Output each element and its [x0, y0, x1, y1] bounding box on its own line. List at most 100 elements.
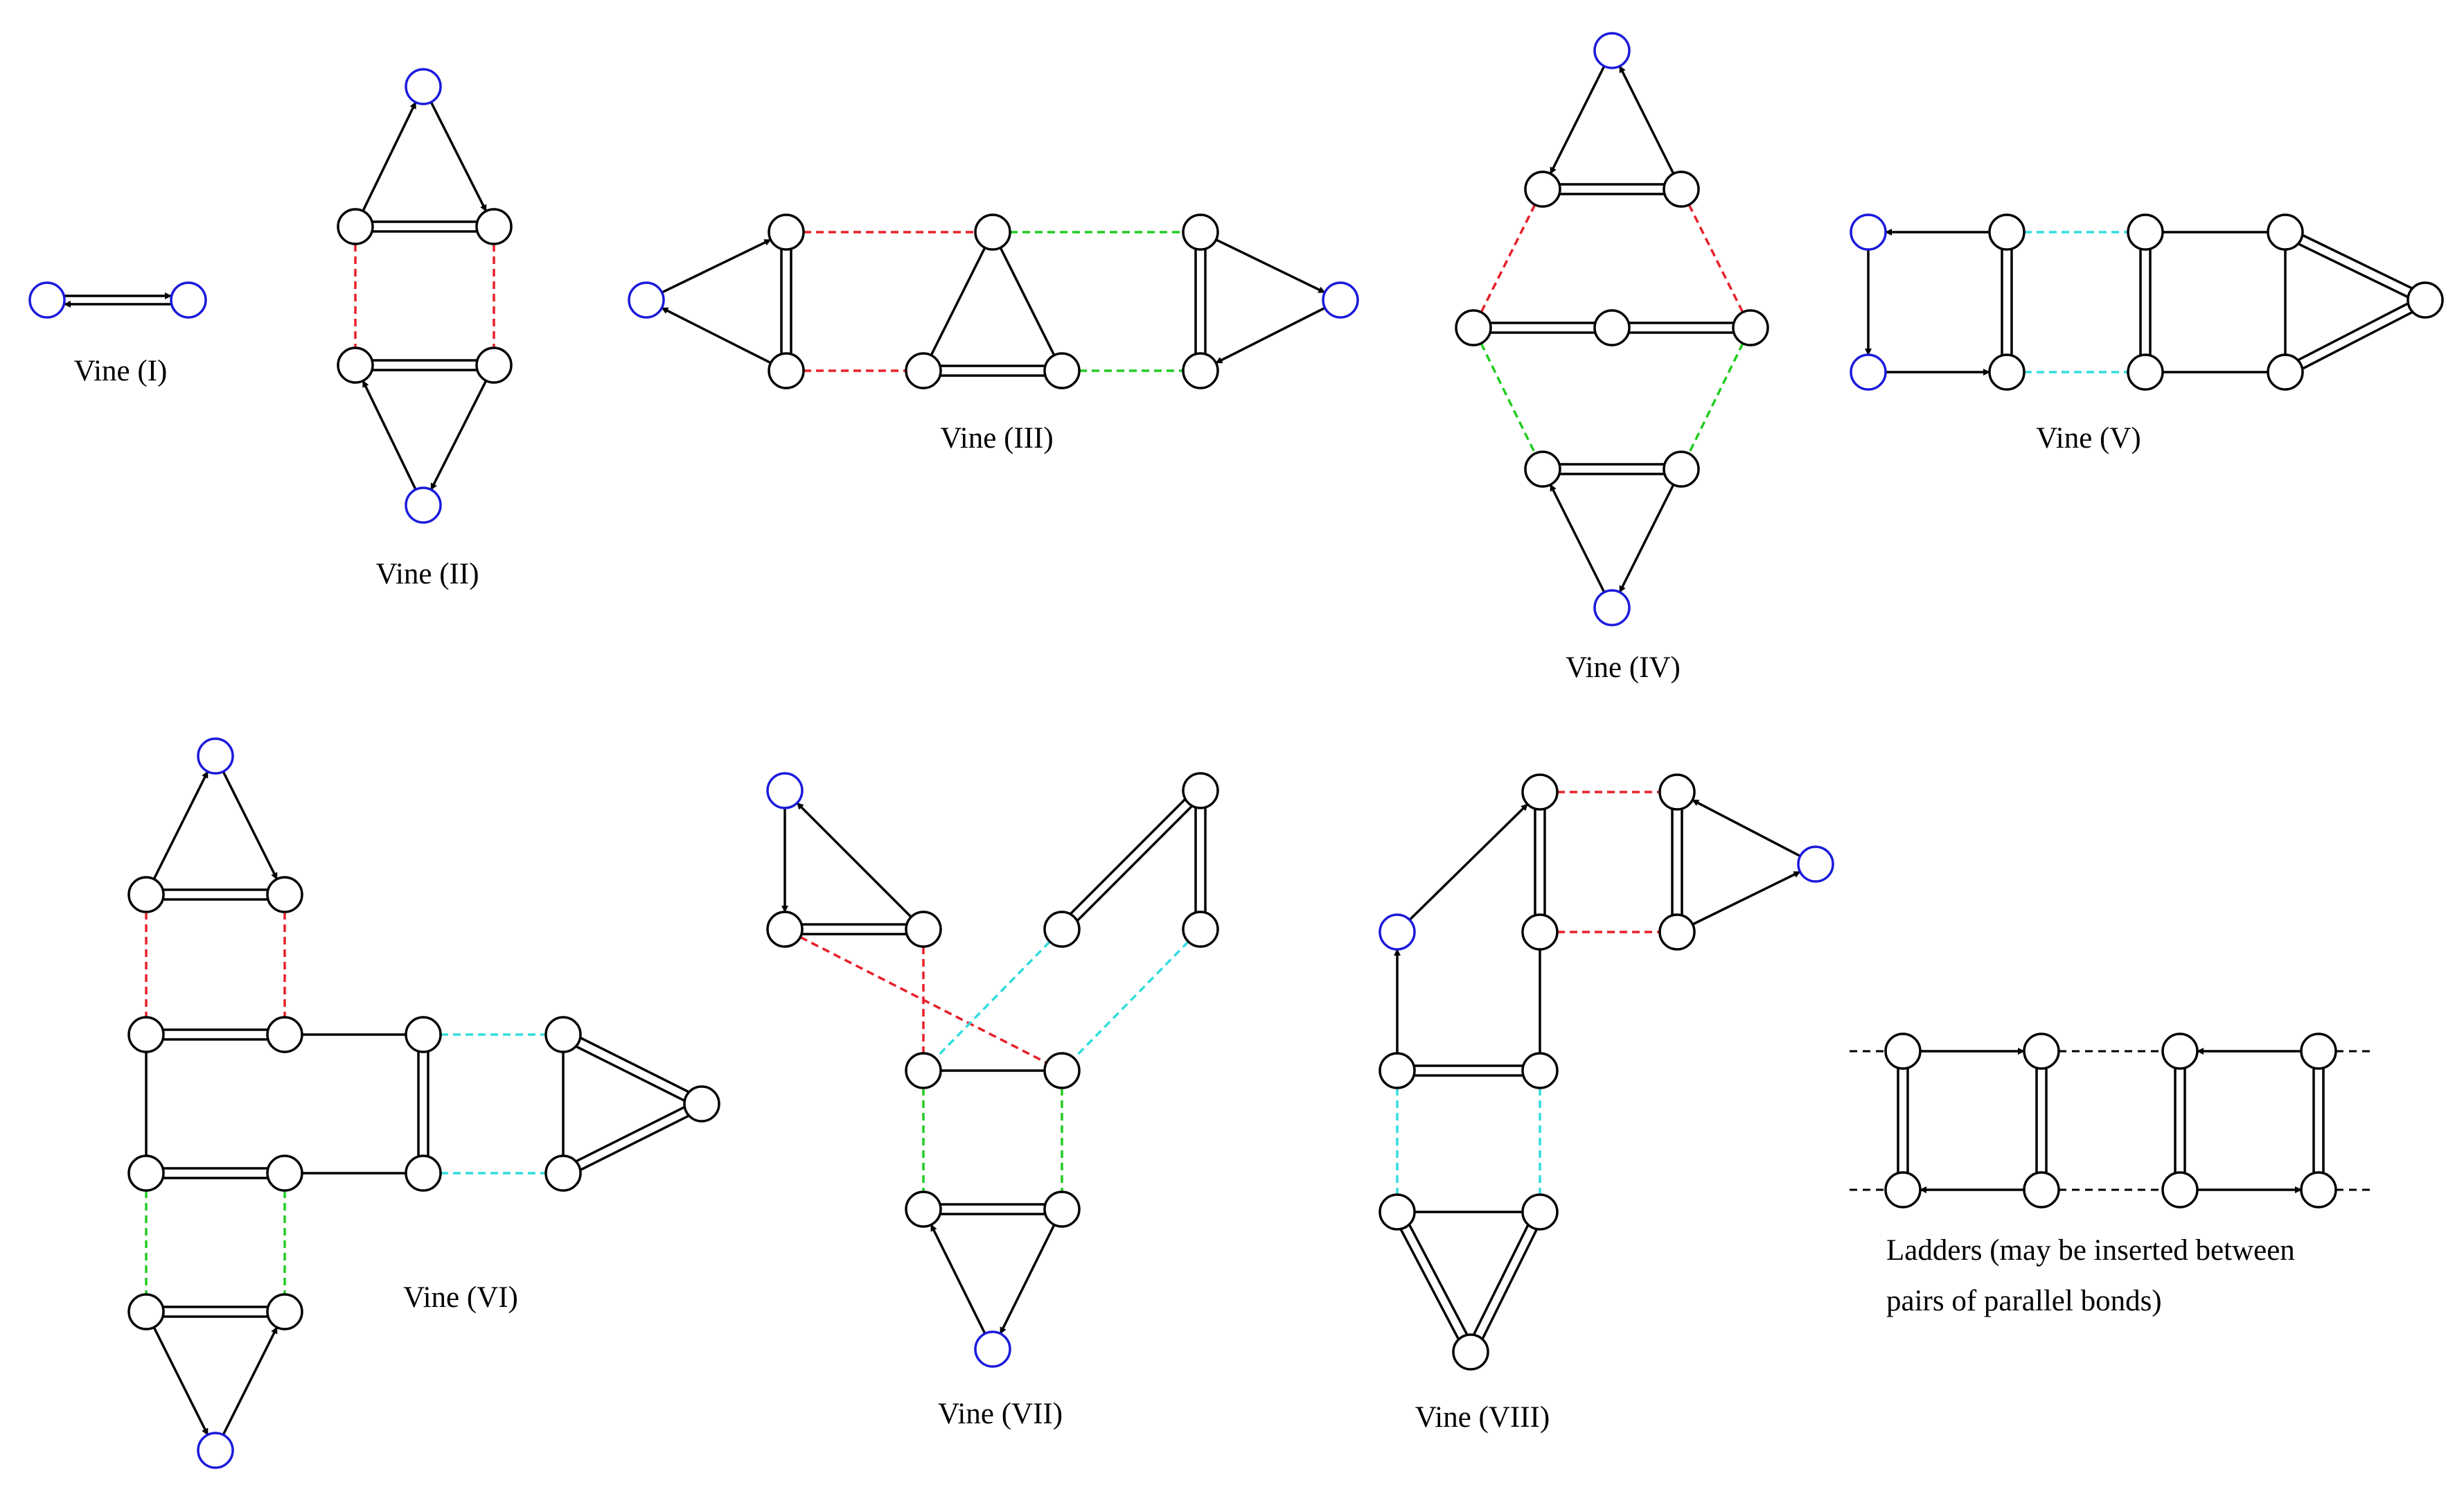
- vertex-d3: [1455, 309, 1492, 346]
- double-bond-edge-126: [1473, 1224, 1530, 1335]
- external-vertex-c8: [1322, 281, 1359, 319]
- external-vertex-b0: [405, 68, 442, 105]
- vertex-h9: [1521, 1193, 1559, 1231]
- arrow-edge-13: [661, 238, 772, 294]
- vertex-e4: [2127, 213, 2164, 251]
- vertex-d5: [1732, 309, 1769, 346]
- arrow-edge-115: [1692, 798, 1801, 858]
- dashed-link-100: [1073, 940, 1189, 1060]
- external-vertex-h5: [1797, 845, 1834, 883]
- vertex-h8: [1379, 1193, 1416, 1231]
- vertex-d2: [1663, 170, 1700, 208]
- double-bond-edge-125: [1408, 1224, 1469, 1335]
- arrow-edge-43: [1549, 484, 1606, 593]
- double-bond-edge-127: [1481, 1229, 1538, 1339]
- external-vertex-g0: [766, 772, 804, 809]
- double-bond-edge-124: [1399, 1229, 1460, 1339]
- vertex-f2: [266, 876, 303, 913]
- vertex-l6: [2023, 1171, 2060, 1209]
- double-bond-edge-81: [580, 1114, 689, 1171]
- vertex-d1: [1524, 170, 1561, 208]
- double-bond-edge-79: [576, 1045, 685, 1102]
- arrow-edge-27: [1215, 238, 1326, 294]
- vertex-c5: [1043, 352, 1081, 389]
- vertex-h4: [1658, 913, 1696, 951]
- vertex-e5: [2127, 353, 2164, 391]
- arrow-edge-30: [1618, 65, 1675, 175]
- ladders-caption: Ladders (may be inserted between pairs o…: [1886, 1225, 2454, 1326]
- vertex-l3: [2161, 1032, 2199, 1070]
- vertex-g3: [1043, 911, 1081, 948]
- vertex-g8: [905, 1190, 942, 1228]
- vertex-f9: [544, 1016, 582, 1053]
- vertex-g9: [1043, 1190, 1081, 1228]
- double-bond-edge-82: [576, 1106, 685, 1163]
- arrow-edge-87: [152, 1326, 209, 1436]
- external-vertex-d0: [1593, 32, 1631, 69]
- vertex-c7: [1182, 352, 1219, 389]
- vertex-b3: [337, 346, 374, 384]
- vertex-l4: [2300, 1032, 2337, 1070]
- vertex-f1: [127, 876, 165, 913]
- vertex-c2: [768, 352, 805, 389]
- double-bond-edge-59: [2302, 311, 2413, 370]
- vertex-e8: [2407, 281, 2444, 319]
- vertex-f4: [266, 1016, 303, 1053]
- vine-4-label: Vine (IV): [1566, 651, 1681, 684]
- arrow-edge-4: [429, 101, 488, 212]
- ladders-caption-line-1: Ladders (may be inserted between: [1886, 1234, 2295, 1267]
- arrow-edge-88: [222, 1326, 278, 1436]
- dashed-link-34: [1687, 204, 1744, 313]
- vine-1-label: Vine (I): [73, 355, 168, 387]
- vertex-g6: [905, 1052, 942, 1089]
- vertex-b1: [337, 208, 374, 245]
- arrow-edge-28: [1215, 306, 1326, 364]
- vine-2-label: Vine (II): [375, 558, 479, 590]
- vertex-f11: [683, 1085, 720, 1123]
- double-bond-edge-95: [1076, 805, 1193, 922]
- double-bond-edge-80: [580, 1037, 689, 1093]
- vertex-c6: [1182, 213, 1219, 251]
- external-vertex-c0: [628, 281, 665, 319]
- vertex-h3: [1521, 913, 1559, 951]
- vertex-l7: [2161, 1171, 2199, 1209]
- arrow-edge-3: [362, 101, 417, 212]
- double-bond-edge-60: [2298, 302, 2409, 361]
- arrow-edge-61: [152, 771, 209, 880]
- arrow-edge-62: [222, 771, 278, 880]
- bond-edge-19: [930, 247, 986, 356]
- arrow-edge-11: [362, 380, 417, 491]
- vertex-g5: [1182, 911, 1219, 948]
- external-vertex-e1: [1850, 353, 1887, 391]
- vertex-e3: [1988, 353, 2026, 391]
- vertex-c4: [974, 213, 1011, 251]
- dashed-link-39: [1480, 342, 1536, 455]
- vertex-f8: [405, 1154, 442, 1192]
- bond-edge-20: [999, 247, 1056, 356]
- arrow-edge-29: [1549, 65, 1606, 175]
- external-vertex-e0: [1850, 213, 1887, 251]
- vertex-f7: [266, 1154, 303, 1192]
- arrow-edge-12: [429, 380, 488, 491]
- vertex-h10: [1452, 1333, 1489, 1371]
- vertex-h0: [1521, 773, 1559, 811]
- nodes-layer: [28, 32, 2444, 1469]
- vertex-f12: [127, 1293, 165, 1330]
- dashed-link-33: [1480, 204, 1536, 313]
- arrow-edge-107: [999, 1224, 1056, 1335]
- vertex-d6: [1524, 450, 1561, 488]
- arrow-edge-108: [1408, 803, 1529, 921]
- vertex-l5: [1884, 1171, 1922, 1209]
- external-vertex-b5: [405, 486, 442, 524]
- arrow-edge-14: [661, 306, 772, 364]
- vertex-f13: [266, 1293, 303, 1330]
- edges-layer: [64, 65, 2413, 1436]
- double-bond-edge-57: [2298, 243, 2409, 298]
- vertex-h6: [1379, 1052, 1416, 1089]
- double-bond-edge-96: [1070, 798, 1186, 915]
- vertex-f10: [544, 1154, 582, 1192]
- vine-5-label: Vine (V): [2036, 422, 2141, 455]
- dashed-link-40: [1687, 342, 1744, 455]
